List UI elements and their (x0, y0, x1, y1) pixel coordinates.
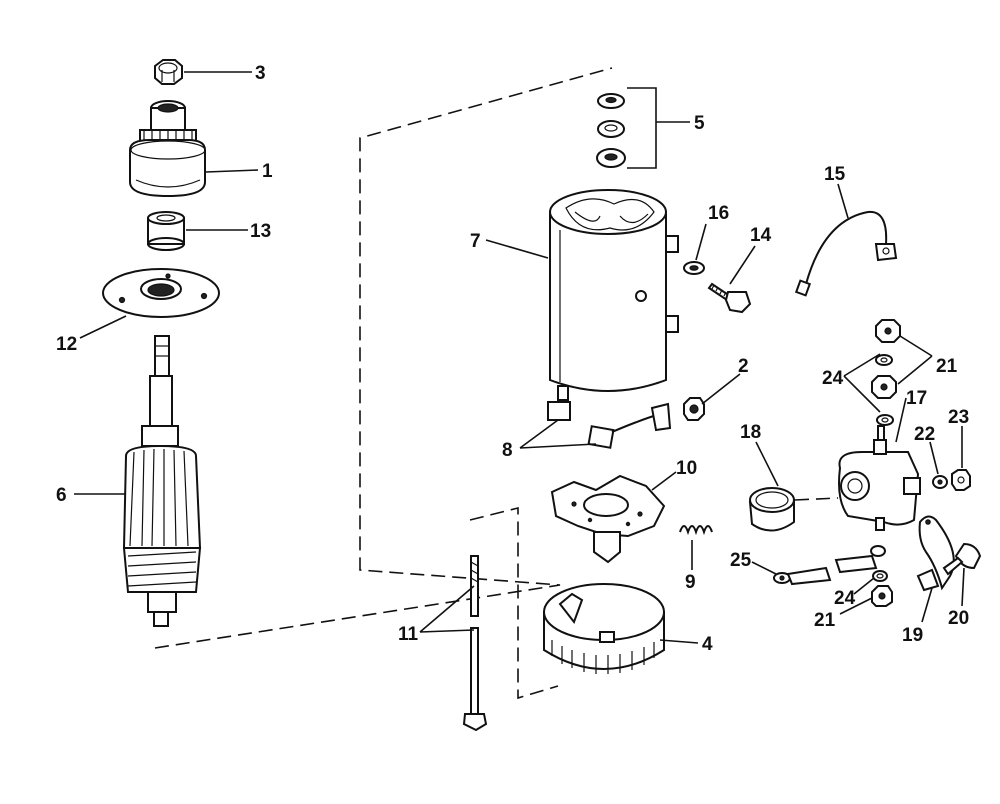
part-13-sleeve (147, 211, 185, 251)
part-24-washer-lower (872, 570, 888, 582)
callout-7: 7 (470, 231, 481, 252)
callout-8: 8 (502, 440, 513, 461)
callout-21-lower: 21 (814, 610, 836, 631)
part-24-washer-middle (876, 414, 894, 426)
part-5-washers (596, 93, 626, 168)
callout-25: 25 (730, 550, 752, 571)
assembly-dashed-line-right (794, 497, 839, 501)
callout-labels: 3 1 13 12 6 5 7 16 14 15 2 8 10 9 4 11 1… (56, 63, 969, 655)
callout-17: 17 (906, 388, 927, 409)
assembly-dashed-line-main (154, 67, 613, 649)
callout-3: 3 (255, 63, 266, 84)
part-3-nut (154, 59, 183, 85)
part-17-solenoid (838, 425, 921, 531)
part-21-nut-lower (871, 585, 893, 607)
part-8-brushes (547, 401, 672, 449)
callout-22: 22 (914, 424, 935, 445)
callout-18: 18 (740, 422, 761, 443)
part-9-spring (679, 525, 713, 536)
callout-5: 5 (694, 113, 705, 134)
part-16-washer (683, 261, 705, 275)
assembly-dashed-line-lower (469, 506, 559, 700)
part-11-through-bolts (462, 555, 488, 732)
callout-16: 16 (708, 203, 729, 224)
callout-24-lower: 24 (834, 588, 856, 609)
part-22-washer (932, 475, 948, 489)
callout-9: 9 (685, 572, 696, 593)
callout-12: 12 (56, 334, 77, 355)
part-2-nut (683, 397, 705, 421)
callout-15: 15 (824, 164, 846, 185)
part-14-bolt (707, 282, 752, 314)
callout-13: 13 (250, 221, 271, 242)
part-6-armature (122, 335, 202, 627)
leader-lines (74, 71, 965, 644)
part-19-bracket (916, 515, 955, 592)
callout-14: 14 (750, 225, 772, 246)
callout-4: 4 (702, 634, 713, 655)
callout-21-upper: 21 (936, 356, 958, 377)
callout-19: 19 (902, 625, 923, 646)
part-25-connector (773, 545, 886, 586)
callout-23: 23 (948, 407, 969, 428)
part-18-ring (748, 487, 795, 532)
callout-11: 11 (398, 624, 419, 645)
callout-2: 2 (738, 356, 749, 377)
part-10-brush-plate (550, 474, 666, 564)
part-15-wire (794, 210, 898, 297)
part-4-end-cap (543, 583, 665, 674)
callout-20: 20 (948, 608, 969, 629)
part-24-washer-upper (875, 354, 893, 366)
callout-24-upper: 24 (822, 368, 844, 389)
callout-1: 1 (262, 161, 273, 182)
part-1-drive-assembly (129, 100, 206, 198)
callout-6: 6 (56, 485, 67, 506)
part-12-end-plate (102, 268, 220, 318)
part-7-field-frame (549, 189, 679, 401)
part-21-nut-upper (875, 319, 901, 343)
part-20-screw (942, 542, 982, 576)
part-23-nut (951, 469, 971, 491)
part-21-nut-middle (871, 375, 897, 399)
callout-10: 10 (676, 458, 697, 479)
